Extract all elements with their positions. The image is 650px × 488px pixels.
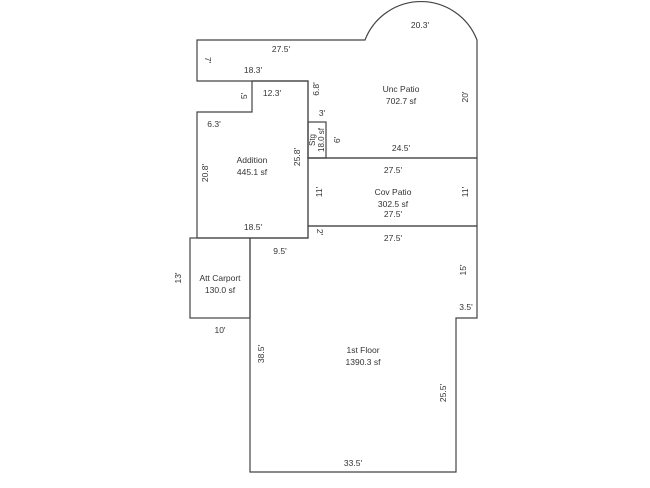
dim-addition-bottom: 18.5' xyxy=(243,222,263,232)
dim-addition-top: 12.3' xyxy=(262,88,282,98)
dim-addition-ledge: 6.3' xyxy=(207,119,221,129)
dim-floor-right-lower: 25.5' xyxy=(438,383,448,403)
dim-unc-inner-left: 6.8' xyxy=(311,82,321,96)
dim-addition-step: 5' xyxy=(239,92,249,100)
room-name: Unc Patio xyxy=(382,84,420,94)
room-area: 1390.3 sf xyxy=(345,357,381,367)
unc-patio-outline xyxy=(196,1,478,159)
dim-floor-top-left: 9.5' xyxy=(273,246,287,256)
room-unc-patio: Unc Patio 702.7 sf xyxy=(383,83,420,107)
dim-floor-bottom: 33.5' xyxy=(343,458,363,468)
dim-floor-right-upper: 15' xyxy=(458,264,468,276)
room-cov-patio: Cov Patio 302.5 sf xyxy=(375,186,412,210)
dim-arc: 20.3' xyxy=(410,20,430,30)
room-att-carport: Att Carport 130.0 sf xyxy=(199,272,240,296)
room-name: Cov Patio xyxy=(374,187,412,197)
room-first-floor: 1st Floor 1390.3 sf xyxy=(346,344,381,368)
dim-unc-right: 20' xyxy=(460,91,470,103)
dim-floor-notch: 3.5' xyxy=(459,302,473,312)
dim-gap: 2' xyxy=(315,228,325,236)
dim-carport-left: 13' xyxy=(173,272,183,284)
room-area: 130.0 sf xyxy=(204,285,236,295)
room-addition: Addition 445.1 sf xyxy=(237,154,268,178)
dim-top-wing-left: 7' xyxy=(203,56,213,64)
room-name: 1st Floor xyxy=(346,345,380,355)
dim-cov-right: 11' xyxy=(460,186,470,198)
room-area: 302.5 sf xyxy=(377,199,409,209)
room-stg: Stg 18.0 sf xyxy=(308,128,326,152)
room-name: Addition xyxy=(236,155,268,165)
room-area: 445.1 sf xyxy=(236,167,268,177)
dim-unc-bottom: 24.5' xyxy=(391,143,411,153)
dim-floor-top: 27.5' xyxy=(383,233,403,243)
room-name: Att Carport xyxy=(199,273,241,283)
dim-addition-left: 20.8' xyxy=(200,163,210,183)
dim-top-wing-bottom: 18.3' xyxy=(243,65,263,75)
room-area: 702.7 sf xyxy=(385,96,417,106)
dim-cov-left: 11' xyxy=(314,186,324,198)
dim-top-wing-top: 27.5' xyxy=(271,44,291,54)
first-floor-outline xyxy=(249,225,478,473)
dim-floor-left: 38.5' xyxy=(256,344,266,364)
room-name: Stg xyxy=(308,133,317,147)
dim-addition-right: 25.8' xyxy=(292,147,302,167)
dim-cov-top: 27.5' xyxy=(383,165,403,175)
room-area: 18.0 sf xyxy=(317,127,326,153)
dim-stg-top: 3' xyxy=(318,108,326,118)
dim-cov-bottom: 27.5' xyxy=(383,209,403,219)
dim-carport-bottom: 10' xyxy=(214,325,226,335)
dim-stg-right: 6' xyxy=(332,136,342,144)
